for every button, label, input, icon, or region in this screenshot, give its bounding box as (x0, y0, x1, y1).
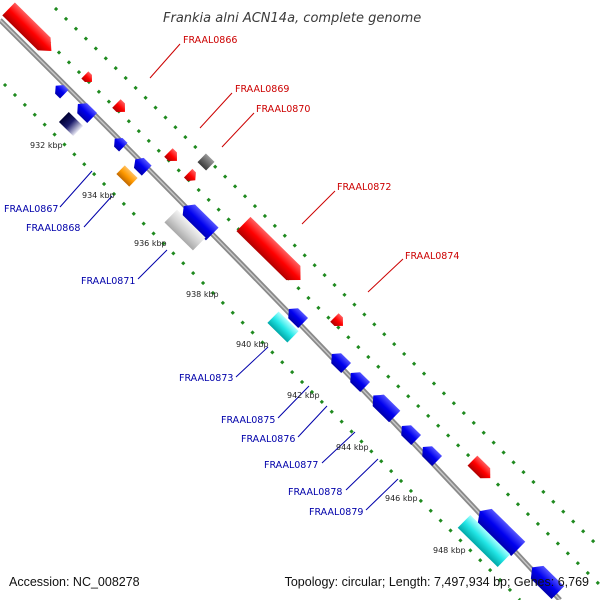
gene-fraal0877-arrow[interactable] (368, 390, 401, 423)
gene-label-fraal0878[interactable]: FRAAL0878 (288, 487, 342, 498)
gene-fraal0871-block[interactable] (164, 209, 206, 251)
gene-blue-large-2[interactable] (473, 504, 526, 557)
gene-blue-small-1[interactable] (52, 82, 69, 99)
reverse-gene-track (52, 82, 565, 600)
gene-label-fraal0869[interactable]: FRAAL0869 (235, 84, 289, 95)
kbp-tick-label: 932 kbp (30, 141, 63, 150)
gene-dark-gray-block[interactable] (197, 153, 215, 171)
kbp-tick-label: 944 kbp (336, 443, 369, 452)
accession-text: Accession: NC_008278 (9, 575, 140, 589)
gene-fraal0879-arrow[interactable] (418, 442, 443, 467)
gene-label-fraal0876[interactable]: FRAAL0876 (241, 434, 295, 445)
map-footer: Accession: NC_008278 Topology: circular;… (9, 575, 589, 589)
reverse-gene-labels: FRAAL0867 FRAAL0868 FRAAL0871 FRAAL0873 … (4, 204, 363, 518)
gene-fraal0869-arrow[interactable] (112, 99, 129, 116)
forward-gene-track (2, 2, 496, 484)
kbp-tick-label: 938 kbp (186, 290, 219, 299)
map-title: Frankia alni ACN14a, complete genome (163, 11, 421, 26)
gene-blue-small-5[interactable] (284, 304, 309, 329)
gene-cyan-large[interactable] (457, 514, 511, 568)
gene-label-fraal0875[interactable]: FRAAL0875 (221, 415, 275, 426)
gene-blue-small-2[interactable] (73, 99, 98, 124)
gene-fraal0870-arrow[interactable] (164, 148, 181, 165)
gene-label-fraal0879[interactable]: FRAAL0879 (309, 507, 363, 518)
gene-fraal0866-arrow[interactable] (2, 2, 57, 58)
reverse-dotted-track (2, 82, 522, 600)
gene-fraal0875-arrow[interactable] (327, 349, 352, 374)
kbp-tick-label: 948 kbp (433, 546, 466, 555)
gene-label-fraal0873[interactable]: FRAAL0873 (179, 373, 233, 384)
gene-fraal0876-arrow[interactable] (346, 368, 371, 393)
gene-fraal0878-arrow[interactable] (397, 421, 422, 446)
outer-forward-dotted-track (53, 6, 600, 550)
kbp-tick-label: 942 kbp (287, 391, 320, 400)
gene-fraal0873-block[interactable] (267, 311, 299, 343)
gene-small-red-arrow[interactable] (81, 71, 95, 85)
gene-blue-large-1[interactable] (177, 200, 219, 241)
gene-label-fraal0877[interactable]: FRAAL0877 (264, 460, 318, 471)
kbp-tick-label: 940 kbp (236, 340, 269, 349)
gene-label-fraal0874[interactable]: FRAAL0874 (405, 251, 459, 262)
gene-blue-small-4[interactable] (130, 154, 152, 176)
gene-blue-small-3[interactable] (111, 135, 128, 152)
gene-blue-edge[interactable] (526, 561, 565, 600)
kbp-tick-label: 934 kbp (82, 191, 115, 200)
reverse-label-leaders (59, 170, 399, 511)
gene-label-fraal0870[interactable]: FRAAL0870 (256, 104, 310, 115)
gene-fraal0868-block[interactable] (116, 165, 138, 187)
gene-fraal0867-block[interactable] (58, 111, 84, 137)
gene-fraal0872-arrow[interactable] (236, 216, 307, 287)
kbp-ticks: 932 kbp 934 kbp 936 kbp 938 kbp 940 kbp … (30, 141, 466, 555)
gene-label-fraal0868[interactable]: FRAAL0868 (26, 223, 80, 234)
topology-text: Topology: circular; Length: 7,497,934 bp… (285, 575, 589, 589)
kbp-tick-label: 936 kbp (134, 239, 167, 248)
gene-label-fraal0872[interactable]: FRAAL0872 (337, 182, 391, 193)
gene-fraal0874-arrow[interactable] (330, 313, 347, 330)
gene-small-red-arrow-2[interactable] (183, 168, 200, 185)
gene-label-fraal0867[interactable]: FRAAL0867 (4, 204, 58, 215)
gene-label-fraal0866[interactable]: FRAAL0866 (183, 35, 237, 46)
kbp-tick-label: 946 kbp (385, 494, 418, 503)
forward-gene-labels: FRAAL0866 FRAAL0869 FRAAL0870 FRAAL0872 … (183, 35, 459, 262)
gene-red-arrow-right[interactable] (467, 455, 496, 484)
gene-label-fraal0871[interactable]: FRAAL0871 (81, 276, 135, 287)
forward-label-leaders (149, 43, 404, 293)
